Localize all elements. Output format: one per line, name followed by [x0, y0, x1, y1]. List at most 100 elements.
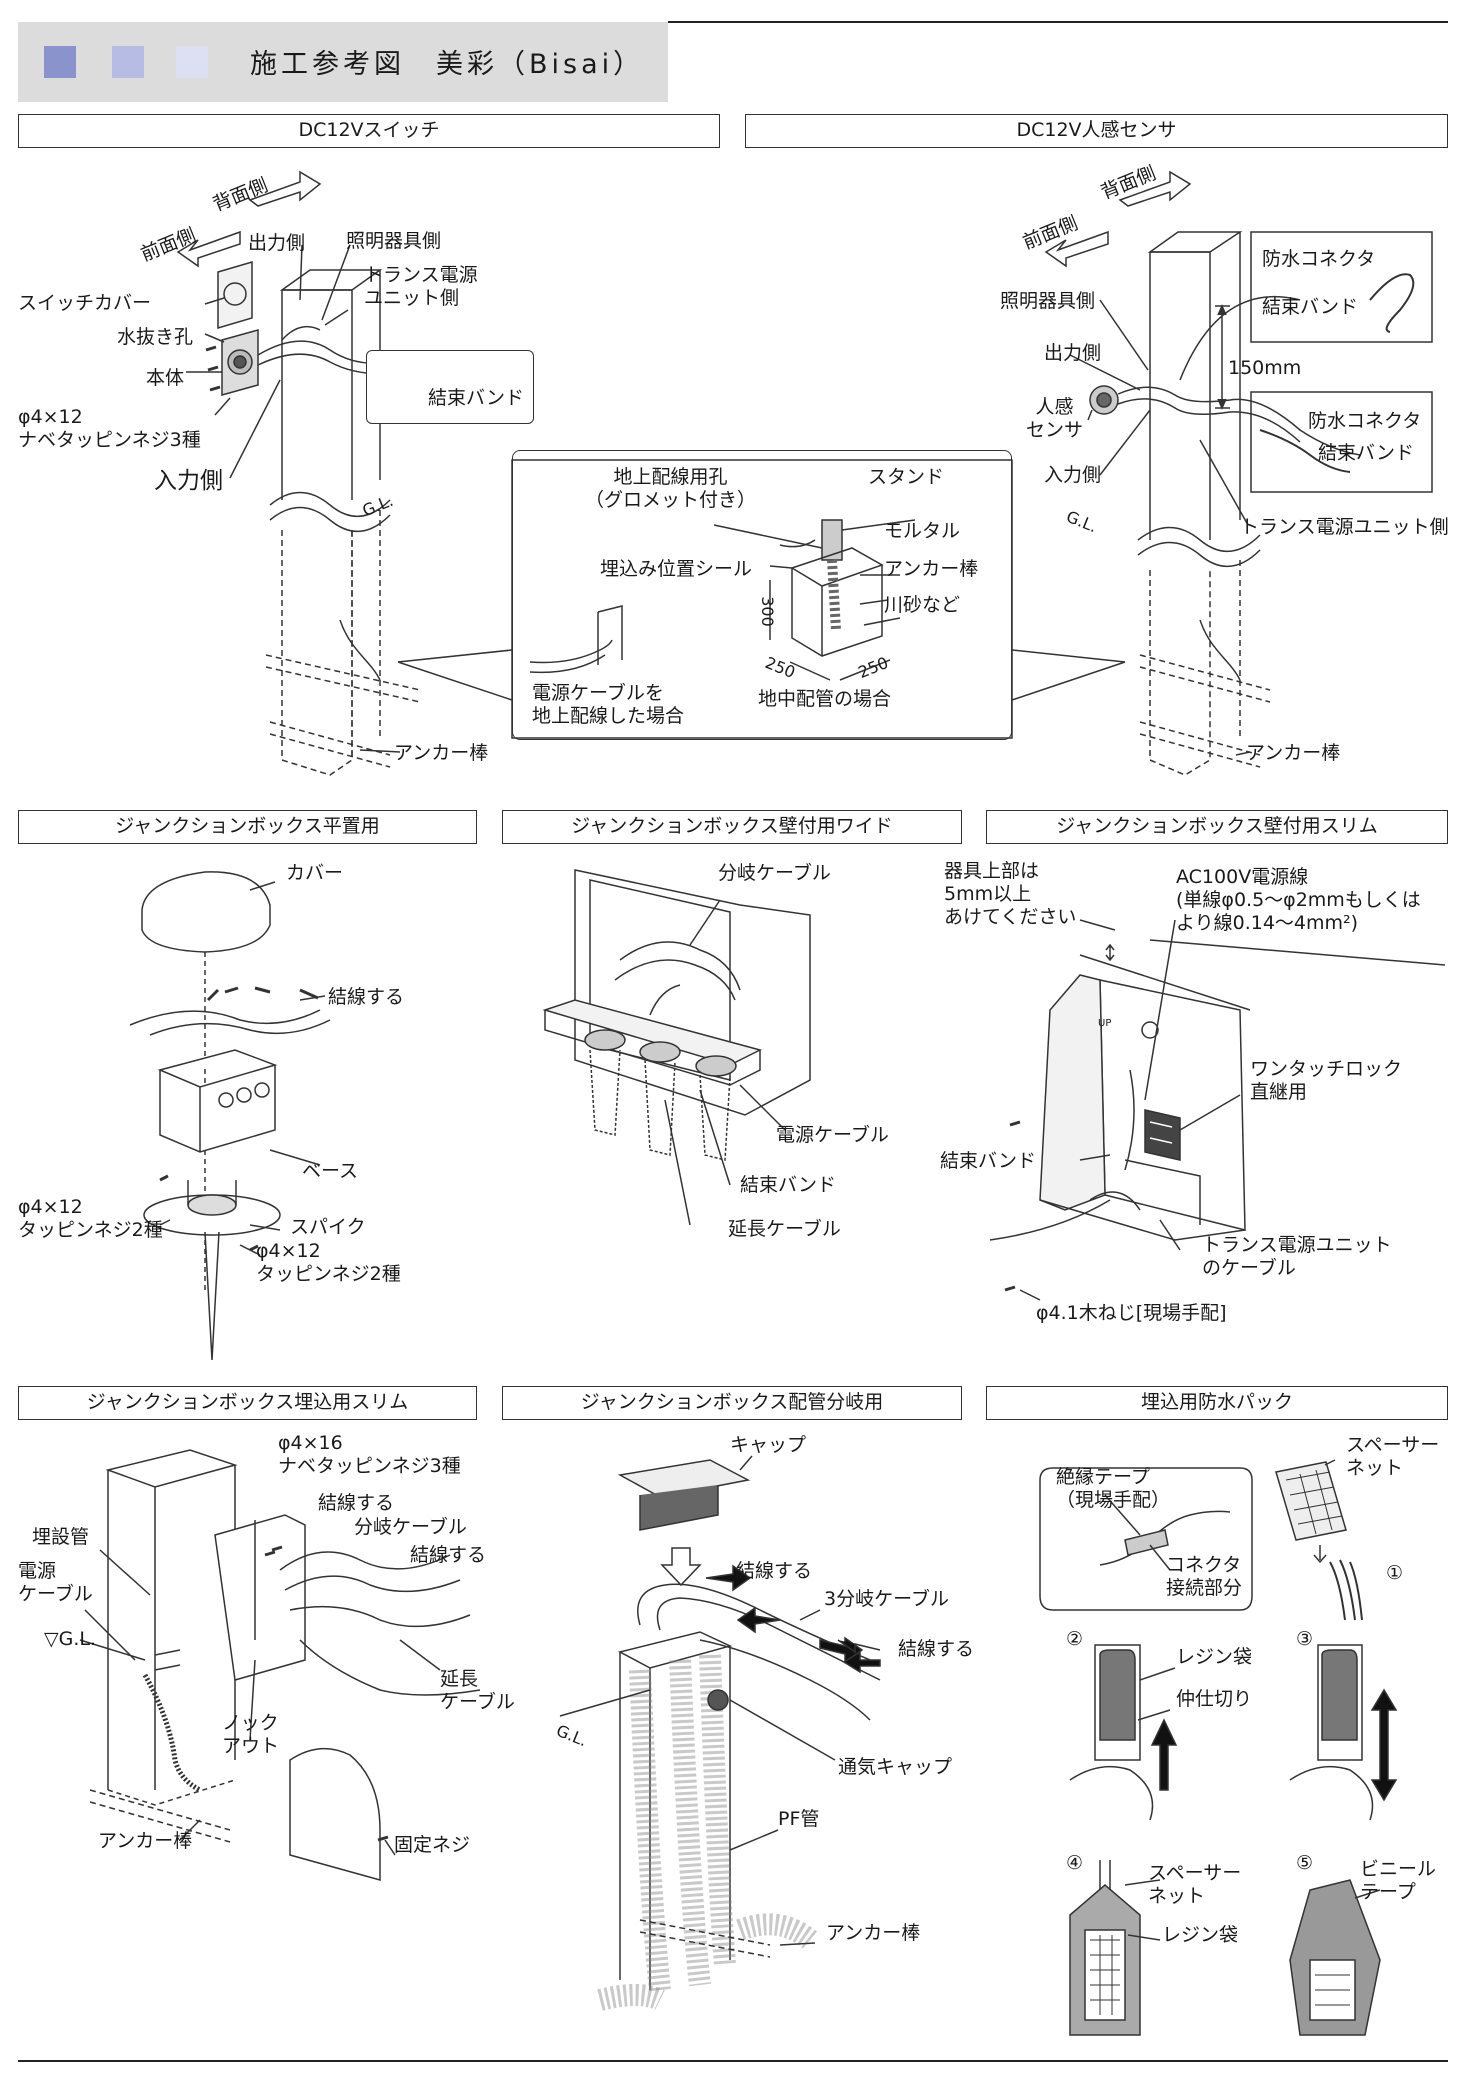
switch-body-label: 本体: [146, 367, 185, 389]
jb-flat-screw2-label: φ4×12 タッピンネジ2種: [256, 1240, 401, 1285]
jb-embed-anchor-label: アンカー棒: [98, 1830, 193, 1852]
pack-vinyl-label: ビニール テープ: [1360, 1858, 1437, 1903]
pack-resin2-label: レジン袋: [1162, 1924, 1239, 1946]
jb-slim-band-label: 結束バンド: [940, 1150, 1036, 1172]
sensor-connector2-label: 防水コネクタ: [1308, 410, 1422, 432]
sensor-output-label: 出力側: [1044, 342, 1102, 364]
jb-pipe-vent-label: 通気キャップ: [838, 1756, 953, 1778]
swatch-1: [44, 46, 76, 78]
header-banner: 施工参考図 美彩（Bisai）: [18, 22, 668, 102]
jb-pipe-tie2-label: 結線する: [898, 1638, 975, 1660]
jb-wide-band-label: 結束バンド: [740, 1174, 836, 1196]
switch-drain-label: 水抜き孔: [117, 326, 194, 348]
jb-wide-power-label: 電源ケーブル: [776, 1124, 889, 1146]
switch-cover-label: スイッチカバー: [18, 292, 152, 314]
jb-pipe-branch3-label: 3分岐ケーブル: [824, 1588, 949, 1610]
sensor-connector1-label: 防水コネクタ: [1262, 248, 1376, 270]
jb-slim-up-mark: UP: [1098, 1018, 1112, 1029]
sensor-input-label: 入力側: [1044, 464, 1102, 486]
pack-step-5: ⑤: [1296, 1852, 1314, 1874]
pack-resin1-label: レジン袋: [1176, 1646, 1253, 1668]
sensor-anchor-label: アンカー棒: [1246, 742, 1341, 764]
jb-embed-tie1-label: 結線する: [318, 1492, 395, 1514]
inset-under-label: 地中配管の場合: [758, 688, 892, 710]
jb-embed-knock-label: ノック アウト: [222, 1712, 280, 1757]
inset-hole-label: 地上配線用孔 （グロメット付き）: [585, 466, 757, 511]
jb-slim-screw-label: φ4.1木ねじ[現場手配]: [1036, 1302, 1227, 1324]
jb-pipe-diagram: [559, 1455, 881, 2011]
jb-embed-screw-label: φ4×16 ナベタッピンネジ3種: [278, 1432, 461, 1477]
switch-anchor-label: アンカー棒: [394, 742, 489, 764]
inset-anchor-label: アンカー棒: [884, 558, 979, 580]
pack-step-1: ①: [1386, 1562, 1404, 1584]
panel-title-waterproof-pack: 埋込用防水パック: [986, 1386, 1448, 1420]
panel-title-sensor: DC12V人感センサ: [745, 114, 1448, 148]
inset-seal-label: 埋込み位置シール: [600, 558, 753, 580]
switch-diagram: [176, 170, 521, 776]
inset-dim-300: 300: [757, 596, 777, 627]
sensor-band1-label: 結束バンド: [1262, 296, 1358, 318]
inset-mortar-label: モルタル: [884, 520, 961, 542]
jb-flat-tie-label: 結線する: [328, 986, 405, 1008]
jb-slim-trans-label: トランス電源ユニット のケーブル: [1202, 1234, 1392, 1279]
swatch-2: [112, 46, 144, 78]
swatch-3: [176, 46, 208, 78]
switch-output-label: 出力側: [248, 232, 306, 254]
jb-flat-diagram: [129, 871, 331, 1361]
jb-wide-branch-label: 分岐ケーブル: [718, 862, 831, 884]
sensor-sensor-label: 人感 センサ: [1026, 396, 1084, 441]
switch-lighting-label: 照明器具側: [346, 230, 442, 252]
sensor-dim-label: 150mm: [1228, 357, 1302, 379]
jb-embed-fix-label: 固定ネジ: [394, 1834, 471, 1856]
jb-embed-power-label: 電源 ケーブル: [18, 1560, 93, 1605]
jb-embed-gl-label: ▽G.L.: [44, 1628, 96, 1650]
switch-band-label: 結束バンド: [428, 387, 524, 409]
jb-pipe-tie1-label: 結線する: [736, 1560, 813, 1582]
waterproof-pack-diagram: [1039, 1459, 1398, 2036]
footer-rule: [18, 2060, 1448, 2062]
inset-stand-label: スタンド: [868, 466, 945, 488]
panel-title-switch: DC12Vスイッチ: [18, 114, 720, 148]
jb-slim-ac-label: AC100V電源線 (単線φ0.5～φ2mmもしくは より線0.14～4mm²): [1176, 866, 1421, 934]
jb-pipe-anchor-label: アンカー棒: [826, 1922, 921, 1944]
jb-pipe-pf-label: PF管: [778, 1808, 820, 1830]
jb-embed-ext-label: 延長 ケーブル: [440, 1668, 515, 1713]
jb-wide-ext-label: 延長ケーブル: [728, 1218, 841, 1240]
pack-step-3: ③: [1296, 1628, 1314, 1650]
jb-slim-lock-label: ワンタッチロック 直継用: [1250, 1058, 1403, 1103]
jb-flat-screw1-label: φ4×12 タッピンネジ2種: [18, 1196, 163, 1241]
pack-step-4: ④: [1066, 1852, 1084, 1874]
sensor-band2-label: 結束バンド: [1318, 442, 1414, 464]
pack-spacer1-label: スペーサー ネット: [1346, 1434, 1440, 1479]
jb-flat-spike-label: スパイク: [290, 1216, 366, 1238]
jb-slim-top-label: 器具上部は 5mm以上 あけてください: [944, 860, 1077, 928]
sensor-lighting-label: 照明器具側: [1000, 290, 1096, 312]
jb-embed-tie2-label: 結線する: [410, 1544, 487, 1566]
panel-title-jb-pipe: ジャンクションボックス配管分岐用: [502, 1386, 962, 1420]
pack-conn-label: コネクタ 接続部分: [1166, 1554, 1243, 1599]
jb-embed-branch-label: 分岐ケーブル: [354, 1516, 467, 1538]
sensor-diagram: [1044, 170, 1433, 776]
switch-trans-label: トランス電源 ユニット側: [364, 264, 478, 309]
jb-wide-diagram: [542, 869, 811, 1226]
jb-embed-pipe-label: 埋設管: [32, 1526, 90, 1548]
inset-frame: [512, 450, 1012, 740]
pack-step-2: ②: [1066, 1628, 1084, 1650]
jb-flat-cover-label: カバー: [286, 862, 344, 884]
sensor-trans-label: トランス電源ユニット側: [1240, 516, 1449, 538]
panel-title-jb-wide: ジャンクションボックス壁付用ワイド: [502, 810, 962, 844]
jb-slim-diagram: [989, 919, 1446, 1301]
pack-spacer2-label: スペーサー ネット: [1148, 1862, 1242, 1907]
switch-screw-label: φ4×12 ナベタッピンネジ3種: [18, 406, 201, 451]
pack-divider-label: 仲仕切り: [1176, 1688, 1253, 1710]
pack-tape-label: 絶縁テープ （現場手配）: [1056, 1466, 1171, 1511]
panel-title-jb-embed: ジャンクションボックス埋込用スリム: [18, 1386, 477, 1420]
jb-embed-diagram: [79, 1449, 481, 1881]
inset-sand-label: 川砂など: [884, 594, 961, 616]
switch-band-box: [366, 350, 534, 424]
header-rule: [668, 21, 1448, 23]
panel-title-jb-slim: ジャンクションボックス壁付用スリム: [986, 810, 1448, 844]
jb-pipe-cap-label: キャップ: [730, 1434, 807, 1456]
switch-input-label: 入力側: [154, 468, 223, 494]
